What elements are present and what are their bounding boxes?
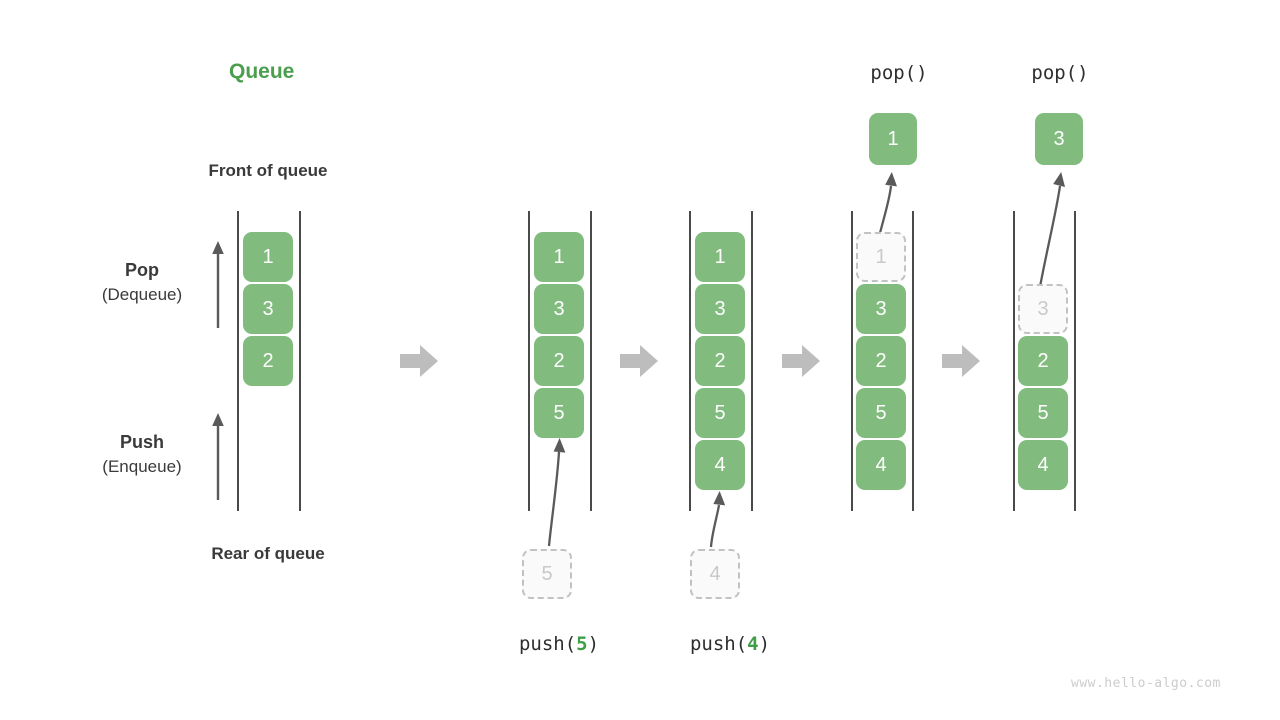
- push-flow-arrow: [702, 489, 730, 549]
- queue-cell-ghost: 3: [1018, 284, 1068, 334]
- queue-cell: 1: [695, 232, 745, 282]
- push-4-suffix: ): [758, 633, 771, 655]
- queue-cell: 5: [856, 388, 906, 438]
- pop-operation-label-1: pop(): [870, 62, 928, 84]
- queue-rail-left: [851, 211, 853, 511]
- queue-cell: 2: [534, 336, 584, 386]
- incoming-ghost-cell: 5: [522, 549, 572, 599]
- watermark: www.hello-algo.com: [1071, 676, 1221, 691]
- queue-cell: 4: [1018, 440, 1068, 490]
- pop-label-sub: (Dequeue): [101, 285, 183, 304]
- popped-cell: 1: [869, 113, 917, 165]
- queue-cell: 2: [856, 336, 906, 386]
- push-flow-arrow: [538, 436, 572, 548]
- queue-cell: 5: [695, 388, 745, 438]
- queue-rail-right: [299, 211, 301, 511]
- push-5-value: 5: [576, 633, 588, 655]
- queue-cell: 2: [243, 336, 293, 386]
- pop-operation-label-2: pop(): [1031, 62, 1089, 84]
- queue-rail-left: [528, 211, 530, 511]
- queue-rail-left: [689, 211, 691, 511]
- queue-cell: 2: [695, 336, 745, 386]
- pop-direction-arrow: [209, 240, 227, 328]
- queue-cell: 5: [1018, 388, 1068, 438]
- queue-cell: 1: [243, 232, 293, 282]
- push-label-sub: (Enqueue): [102, 457, 182, 476]
- step-arrow-icon: [940, 340, 982, 382]
- queue-cell: 3: [856, 284, 906, 334]
- queue-rail-right: [1074, 211, 1076, 511]
- queue-rail-right: [590, 211, 592, 511]
- queue-cell: 5: [534, 388, 584, 438]
- push-5-prefix: push(: [518, 633, 577, 655]
- step-arrow-icon: [780, 340, 822, 382]
- queue-cell: 1: [534, 232, 584, 282]
- front-of-queue-label: Front of queue: [208, 161, 328, 180]
- queue-cell: 4: [695, 440, 745, 490]
- queue-rail-right: [751, 211, 753, 511]
- queue-cell: 2: [1018, 336, 1068, 386]
- push-label-main: Push: [119, 432, 164, 452]
- queue-cell: 4: [856, 440, 906, 490]
- queue-cell: 3: [243, 284, 293, 334]
- popped-cell: 3: [1035, 113, 1083, 165]
- queue-rail-left: [237, 211, 239, 511]
- queue-rail-left: [1013, 211, 1015, 511]
- push-5-suffix: ): [587, 633, 600, 655]
- queue-rail-right: [912, 211, 914, 511]
- push-4-prefix: push(: [689, 633, 748, 655]
- queue-cell-ghost: 1: [856, 232, 906, 282]
- queue-cell: 3: [695, 284, 745, 334]
- push-4-value: 4: [747, 633, 759, 655]
- push-label: Push (Enqueue): [62, 430, 222, 480]
- push-4-operation-label: push(4): [640, 633, 820, 655]
- page-title: Queue: [229, 60, 295, 83]
- pop-label: Pop (Dequeue): [62, 258, 222, 308]
- pop-label-main: Pop: [125, 260, 159, 280]
- incoming-ghost-cell: 4: [690, 549, 740, 599]
- queue-cell: 3: [534, 284, 584, 334]
- push-5-operation-label: push(5): [469, 633, 649, 655]
- push-direction-arrow: [209, 412, 227, 500]
- step-arrow-icon: [618, 340, 660, 382]
- pop-flow-arrow: [1030, 170, 1074, 300]
- rear-of-queue-label: Rear of queue: [211, 544, 325, 563]
- step-arrow-icon: [398, 340, 440, 382]
